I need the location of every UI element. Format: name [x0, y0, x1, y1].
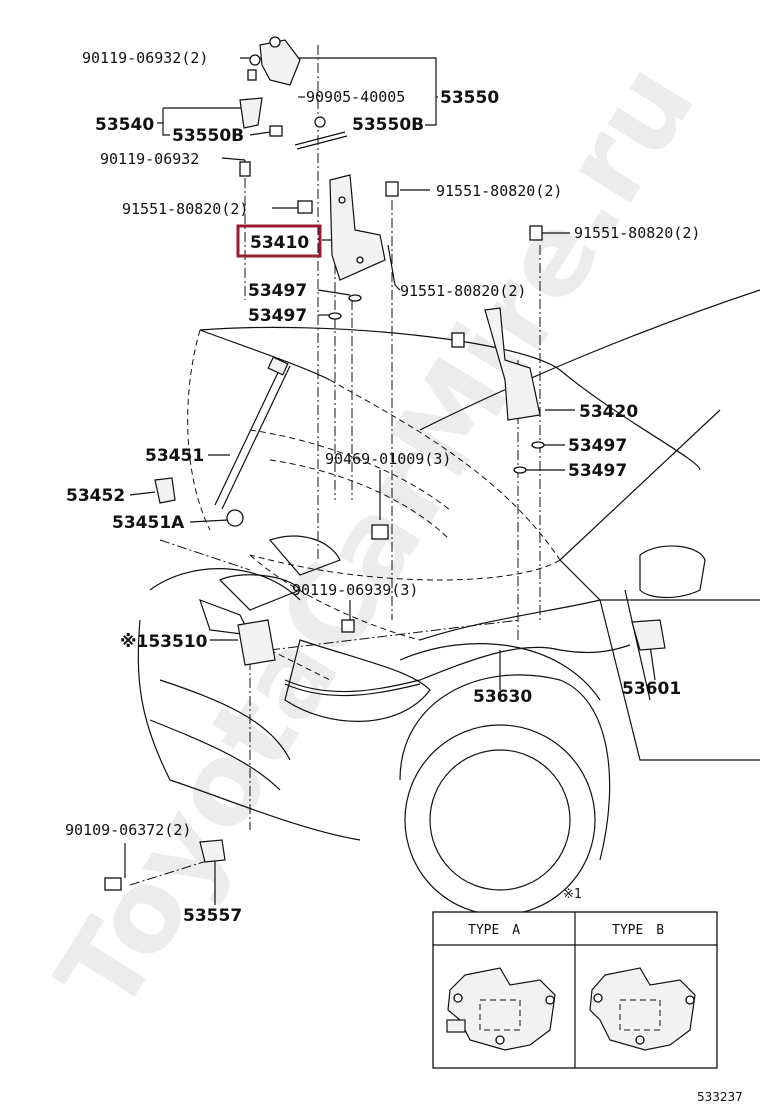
label-53630[interactable]: 53630	[473, 687, 532, 707]
inset-type-a-header: TYPE A	[468, 923, 520, 938]
label-53410[interactable]: 53410	[250, 233, 309, 253]
diagram-code: 533237	[697, 1090, 743, 1104]
highlight-box-53410	[236, 224, 322, 258]
label-91551-80820-left[interactable]: 91551-80820(2)	[122, 200, 248, 218]
label-53550B-left[interactable]: 53550B	[172, 126, 244, 146]
label-53420[interactable]: 53420	[579, 402, 638, 422]
latch-type-a-drawing	[446, 967, 556, 1051]
label-90109-06372-2[interactable]: 90109-06372(2)	[65, 821, 191, 839]
label-53497-2[interactable]: 53497	[248, 306, 307, 326]
part-labels: 90119-06932(2) 90905-40005 53550 53540 5…	[65, 49, 700, 926]
alignment-lines	[129, 45, 631, 886]
label-53452[interactable]: 53452	[66, 486, 125, 506]
label-53451A[interactable]: 53451A	[112, 513, 185, 533]
label-53557[interactable]: 53557	[183, 906, 242, 926]
inset-type-b-header: TYPE B	[612, 923, 664, 938]
label-91551-80820-top[interactable]: 91551-80820(2)	[436, 182, 562, 200]
label-90119-06939-3[interactable]: 90119-06939(3)	[292, 581, 418, 599]
label-53497-1[interactable]: 53497	[248, 281, 307, 301]
label-91551-80820-right[interactable]: 91551-80820(2)	[574, 224, 700, 242]
latch-type-b-drawing	[589, 967, 696, 1051]
label-90119-06932-2[interactable]: 90119-06932(2)	[82, 49, 208, 67]
label-90905-40005[interactable]: 90905-40005	[306, 88, 405, 106]
label-91551-80820-mid[interactable]: 91551-80820(2)	[400, 282, 526, 300]
leader-lines	[124, 57, 656, 905]
note-mark-1: ※1	[563, 887, 582, 902]
label-53550[interactable]: 53550	[440, 88, 499, 108]
label-90469-01009-3[interactable]: 90469-01009(3)	[325, 450, 451, 468]
car-body-outline	[137, 289, 760, 916]
label-53451[interactable]: 53451	[145, 446, 204, 466]
label-153510[interactable]: ※153510	[120, 632, 208, 652]
label-53550B-right[interactable]: 53550B	[352, 115, 424, 135]
label-90119-06932[interactable]: 90119-06932	[100, 150, 199, 168]
label-53497-4[interactable]: 53497	[568, 461, 627, 481]
latch-type-inset: TYPE A TYPE B	[432, 911, 718, 1069]
part-illustrations	[104, 36, 666, 891]
label-53497-3[interactable]: 53497	[568, 436, 627, 456]
label-53540[interactable]: 53540	[95, 115, 154, 135]
label-53601[interactable]: 53601	[622, 679, 681, 699]
